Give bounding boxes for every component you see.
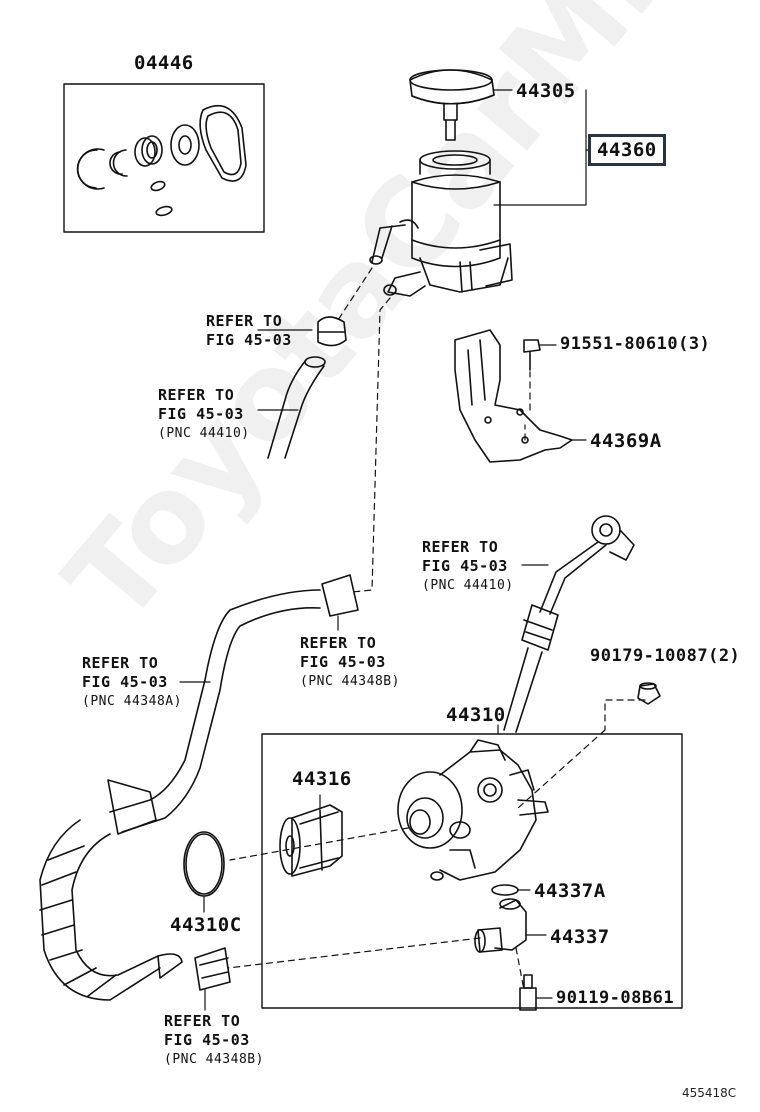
ref-note-4-line1: REFER TO xyxy=(300,634,377,652)
reservoir-illustration xyxy=(369,150,513,297)
ref-note-6-line2: FIG 45-03 xyxy=(164,1031,250,1049)
ref-note-4-line3: (PNC 44348B) xyxy=(300,674,400,689)
label-pump[interactable]: 44310 xyxy=(446,704,506,726)
pump-box xyxy=(261,733,683,1009)
bolt-illustration xyxy=(519,974,553,1011)
union-illustration xyxy=(474,898,547,953)
ref-note-6-line1: REFER TO xyxy=(164,1012,241,1030)
hose-clamp-illustration xyxy=(257,316,347,459)
label-oring-union[interactable]: 44337A xyxy=(534,880,606,902)
figure-id: 455418C xyxy=(682,1086,737,1100)
kit-illustration xyxy=(63,83,265,233)
oring-small-illustration xyxy=(491,884,519,896)
ref-note-4[interactable]: REFER TO FIG 45-03 (PNC 44348B) xyxy=(300,634,400,691)
label-bracket[interactable]: 44369A xyxy=(590,430,662,452)
label-bolt-1[interactable]: 91551-80610(3) xyxy=(560,334,711,354)
label-union[interactable]: 44337 xyxy=(550,926,610,948)
ref-note-3-line1: REFER TO xyxy=(422,538,499,556)
suction-hose-illustration xyxy=(39,574,359,1011)
ref-note-2[interactable]: REFER TO FIG 45-03 (PNC 44410) xyxy=(158,386,250,443)
ref-note-2-line2: FIG 45-03 xyxy=(158,405,244,423)
label-cap[interactable]: 44305 xyxy=(516,80,576,102)
bracket-illustration xyxy=(454,329,587,463)
cap-illustration xyxy=(409,69,495,141)
ref-note-5-line1: REFER TO xyxy=(82,654,159,672)
ref-note-2-line3: (PNC 44410) xyxy=(158,426,250,441)
ref-note-3-line2: FIG 45-03 xyxy=(422,557,508,575)
label-reservoir-highlighted[interactable]: 44360 xyxy=(588,134,666,166)
pump-illustration xyxy=(397,739,549,881)
ref-note-5-line3: (PNC 44348A) xyxy=(82,694,182,709)
ref-note-2-line1: REFER TO xyxy=(158,386,235,404)
ref-note-1-line1: REFER TO xyxy=(206,312,283,330)
pressure-line-illustration xyxy=(503,515,635,733)
label-kit[interactable]: 04446 xyxy=(134,52,194,74)
grommet-illustration xyxy=(637,682,661,705)
ref-note-4-line2: FIG 45-03 xyxy=(300,653,386,671)
ref-note-3-line3: (PNC 44410) xyxy=(422,578,514,593)
label-oring-pump[interactable]: 44310C xyxy=(170,914,242,936)
ref-note-6[interactable]: REFER TO FIG 45-03 (PNC 44348B) xyxy=(164,1012,264,1069)
ref-note-5-line2: FIG 45-03 xyxy=(82,673,168,691)
label-pulley[interactable]: 44316 xyxy=(292,768,352,790)
oring-illustration xyxy=(183,831,225,897)
ref-note-5[interactable]: REFER TO FIG 45-03 (PNC 44348A) xyxy=(82,654,182,711)
ref-note-1-line2: FIG 45-03 xyxy=(206,331,292,349)
pulley-illustration xyxy=(279,794,343,877)
label-grommet[interactable]: 90179-10087(2) xyxy=(590,646,741,666)
label-bolt-2[interactable]: 90119-08B61 xyxy=(556,988,675,1008)
ref-note-3[interactable]: REFER TO FIG 45-03 (PNC 44410) xyxy=(422,538,514,595)
ref-note-6-line3: (PNC 44348B) xyxy=(164,1052,264,1067)
ref-note-1[interactable]: REFER TO FIG 45-03 xyxy=(206,312,292,350)
